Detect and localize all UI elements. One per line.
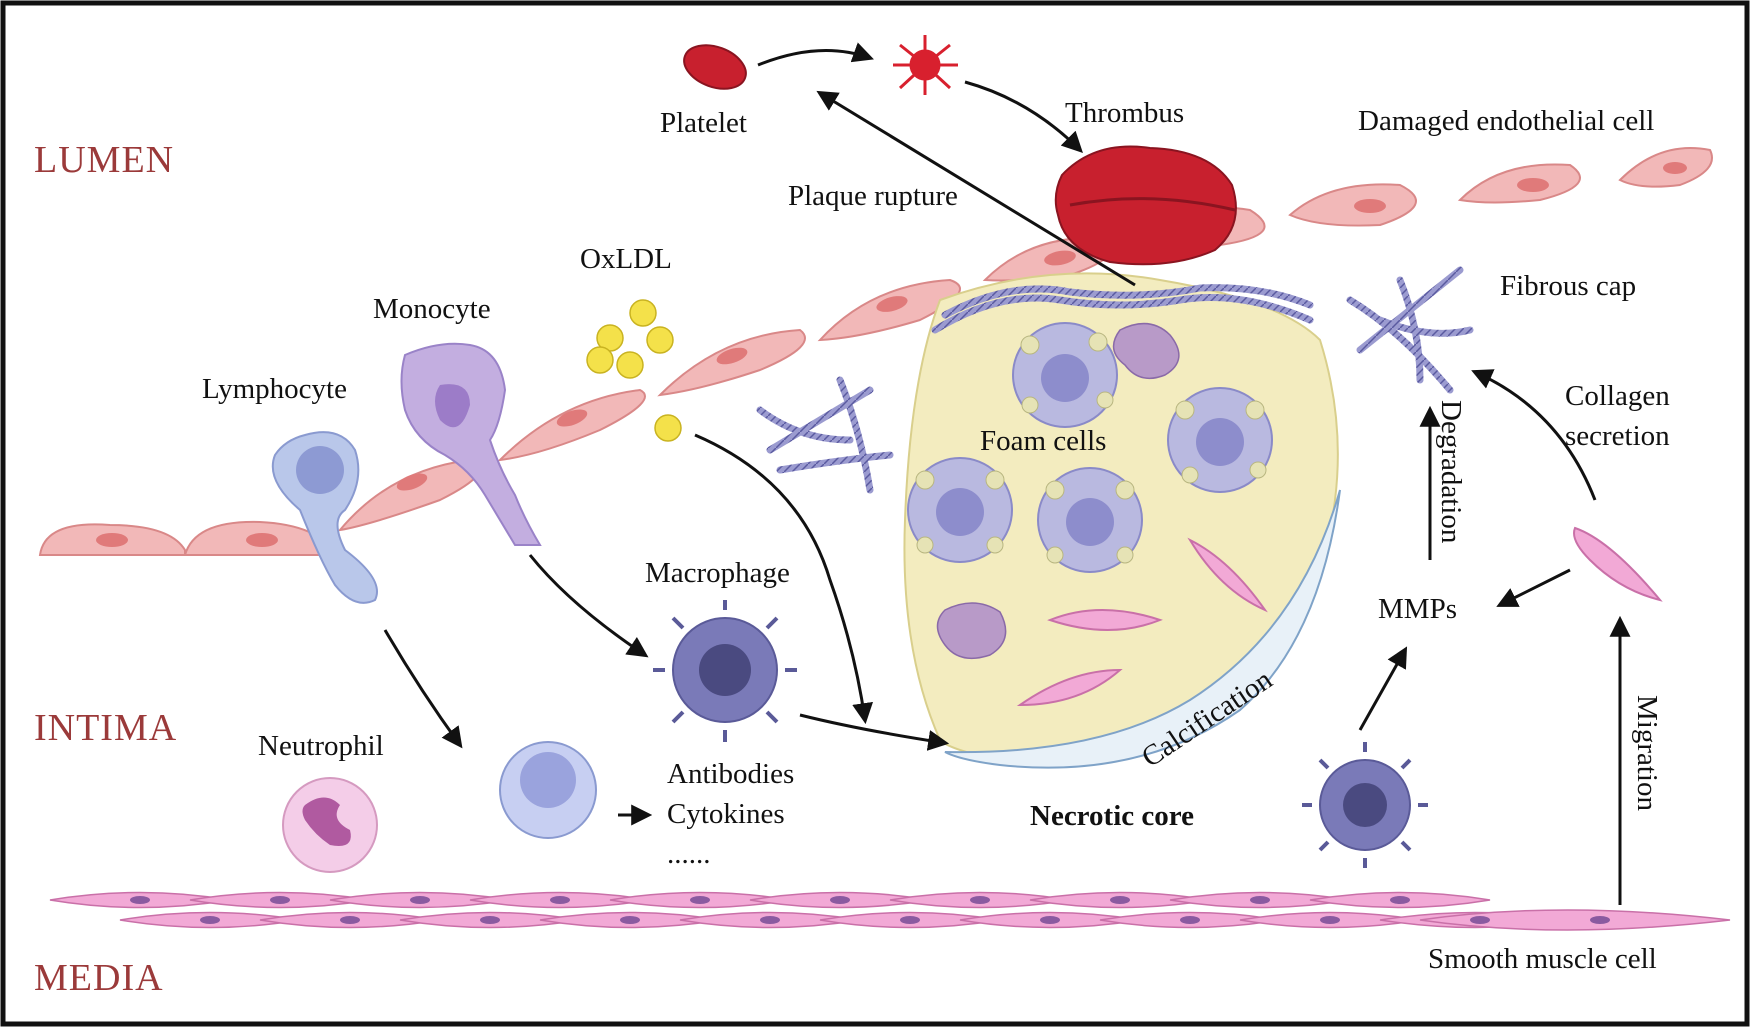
activated-platelet-icon [893, 35, 958, 95]
macrophage-icon [653, 600, 797, 742]
label-platelet: Platelet [660, 107, 747, 139]
label-degradation: Degradation [1435, 400, 1467, 544]
label-collagen: Collagen [1565, 380, 1670, 412]
label-secretion: secretion [1565, 420, 1670, 452]
lymphocyte-icon [271, 431, 378, 604]
plaque-smooth-muscle-cells [1016, 537, 1268, 707]
region-intima: INTIMA [34, 707, 177, 749]
label-macrophage: Macrophage [645, 557, 790, 589]
foam-cells [907, 322, 1273, 573]
label-damaged-endothelial-cell: Damaged endothelial cell [1358, 105, 1654, 137]
activated-lymphocyte-icon [499, 741, 597, 839]
label-necrotic-core: Necrotic core [1030, 800, 1194, 832]
calcification-region [944, 489, 1341, 769]
label-fibrous-cap: Fibrous cap [1500, 270, 1636, 302]
label-migration: Migration [1631, 695, 1663, 811]
media-smooth-muscle-layer [49, 891, 1731, 931]
neutrophil-icon [282, 777, 378, 873]
endothelial-nuclei [96, 162, 1687, 547]
region-lumen: LUMEN [34, 139, 174, 181]
label-neutrophil: Neutrophil [258, 730, 384, 762]
label-antibodies: Antibodies [667, 758, 794, 790]
region-media: MEDIA [34, 957, 164, 999]
label-ellipsis: ...... [667, 838, 711, 870]
label-mmps: MMPs [1378, 593, 1457, 625]
thrombus [1054, 145, 1237, 266]
fibrous-cap-collagen [756, 266, 1474, 494]
macrophage-right-icon [1302, 742, 1428, 868]
label-thrombus: Thrombus [1065, 97, 1184, 129]
arrows [383, 42, 1631, 905]
oxldl-particles [586, 299, 682, 442]
migrating-smooth-muscle-cell [1573, 526, 1663, 602]
platelet-icon [683, 44, 747, 90]
label-oxldl: OxLDL [580, 243, 672, 275]
apoptotic-cells [936, 322, 1180, 660]
label-lymphocyte: Lymphocyte [202, 373, 347, 405]
label-plaque-rupture: Plaque rupture [788, 180, 958, 212]
label-smooth-muscle-cell: Smooth muscle cell [1428, 943, 1657, 975]
label-cytokines: Cytokines [667, 798, 785, 830]
monocyte-icon [400, 342, 542, 546]
label-foam-cells: Foam cells [980, 425, 1106, 457]
label-monocyte: Monocyte [373, 293, 491, 325]
